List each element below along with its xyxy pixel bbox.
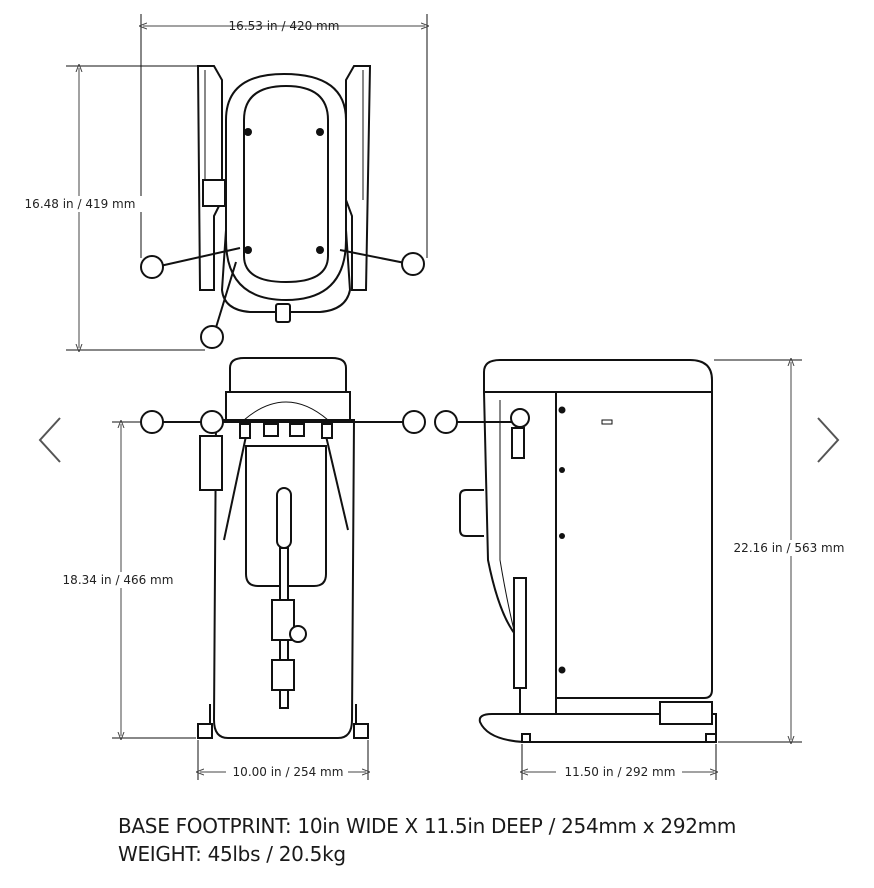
side-height-label: 22.16 in / 563 mm (734, 541, 845, 555)
side-view: 22.16 in / 563 mm 11.50 in / 292 mm (434, 360, 852, 780)
chevron-left-icon (38, 417, 61, 463)
chevron-right-icon (817, 417, 840, 463)
spec-text: BASE FOOTPRINT: 10in WIDE X 11.5in DEEP … (118, 812, 736, 868)
weight-text: WEIGHT: 45lbs / 20.5kg (118, 842, 346, 866)
top-view: 16.53 in / 420 mm 16.48 in / 419 mm (18, 14, 427, 350)
base-footprint-text: BASE FOOTPRINT: 10in WIDE X 11.5in DEEP … (118, 814, 737, 838)
front-height-label: 18.34 in / 466 mm (63, 573, 174, 587)
technical-drawing: 16.53 in / 420 mm 16.48 in / 419 mm (18, 14, 852, 780)
top-depth-label: 16.48 in / 419 mm (25, 197, 136, 211)
next-button[interactable] (808, 412, 848, 468)
front-view: 18.34 in / 466 mm 10.00 in / 254 mm (56, 357, 426, 780)
side-depth-label: 11.50 in / 292 mm (565, 765, 676, 779)
front-width-label: 10.00 in / 254 mm (233, 765, 344, 779)
top-width-label: 16.53 in / 420 mm (229, 19, 340, 33)
prev-button[interactable] (30, 412, 70, 468)
